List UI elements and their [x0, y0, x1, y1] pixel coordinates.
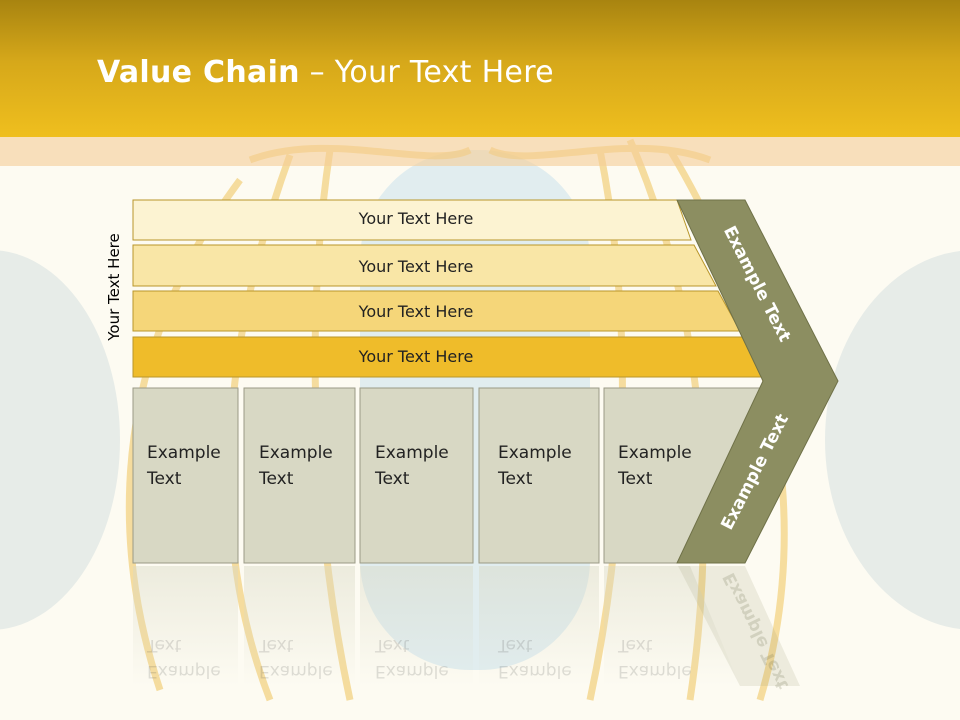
activity-box-3-reflection-text: Example Text	[375, 632, 475, 684]
title-rest-text: – Your Text Here	[299, 55, 554, 90]
activity-box-3-line1: Example	[375, 443, 449, 463]
activity-box-3-line2: Text	[375, 469, 410, 489]
row-label-2: Your Text Here	[358, 257, 474, 276]
activity-box-3-reflection-line2: Text	[375, 635, 410, 655]
value-chain-chevron	[676, 199, 839, 564]
activity-box-5-reflection-line1: Example	[618, 661, 692, 681]
activity-box-4-reflection-text: Example Text	[498, 632, 598, 684]
left-sphere-shape	[0, 250, 120, 630]
activity-box-3-reflection	[360, 566, 473, 686]
activity-box-1-reflection-line2: Text	[147, 635, 182, 655]
chevron-reflection	[678, 566, 800, 686]
activity-box-3-reflection-line1: Example	[375, 661, 449, 681]
activity-box-1-line2: Text	[147, 469, 182, 489]
activity-box-1	[132, 387, 239, 564]
activity-box-2-reflection-text: Example Text	[259, 632, 359, 684]
header-band	[0, 137, 960, 166]
activity-box-2-reflection-line1: Example	[259, 661, 333, 681]
activity-box-5-line1: Example	[618, 443, 692, 463]
activity-box-4-line1: Example	[498, 443, 572, 463]
activity-box-5-reflection-line2: Text	[618, 635, 653, 655]
row-bar-2	[132, 244, 717, 287]
activity-box-2-reflection-line2: Text	[259, 635, 294, 655]
activity-box-3	[359, 387, 474, 564]
activity-box-1-reflection-text: Example Text	[147, 632, 247, 684]
activity-box-5-reflection	[604, 566, 740, 686]
activity-box-4-reflection-line2: Text	[498, 635, 533, 655]
row-label-1: Your Text Here	[358, 209, 474, 228]
row-bar-1	[132, 199, 692, 241]
activity-box-4-reflection	[479, 566, 599, 686]
activity-box-5-reflection-text: Example Text	[618, 632, 718, 684]
activity-box-4-line2: Text	[498, 469, 533, 489]
activity-box-2-line1: Example	[259, 443, 333, 463]
page-title: Value Chain – Your Text Here	[97, 55, 554, 90]
row-label-3: Your Text Here	[358, 302, 474, 321]
activity-box-5-line2: Text	[618, 469, 653, 489]
title-bold-text: Value Chain	[97, 55, 300, 90]
activity-box-1-line1: Example	[147, 443, 221, 463]
activity-box-1-reflection-line1: Example	[147, 661, 221, 681]
row-label-4: Your Text Here	[358, 347, 474, 366]
activity-box-2-reflection	[244, 566, 355, 686]
activity-box-2	[243, 387, 356, 564]
right-sphere-shape	[825, 251, 960, 629]
activity-box-2-line2: Text	[259, 469, 294, 489]
activity-box-4	[478, 387, 600, 564]
activity-box-1-reflection	[133, 566, 238, 686]
header-bar	[0, 0, 960, 137]
side-label: Your Text Here	[105, 233, 123, 341]
activity-box-4-reflection-line1: Example	[498, 661, 572, 681]
